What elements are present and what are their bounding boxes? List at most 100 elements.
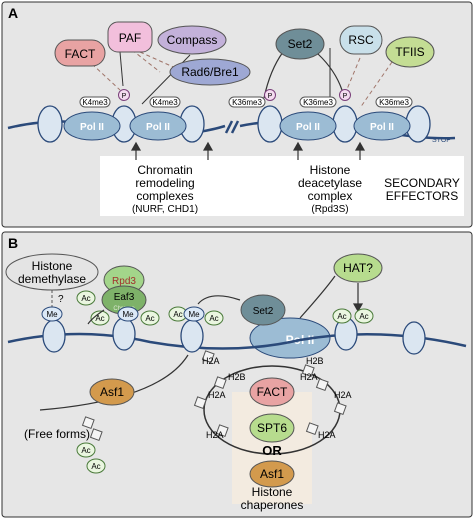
set2-arrow-right xyxy=(317,53,343,91)
secondary-text: SECONDARY EFFECTORS xyxy=(384,176,460,203)
mark-labels: K4me3 K4me3 K36me3 K36me3 K36me3 xyxy=(79,96,413,108)
me-3: Me xyxy=(188,310,200,319)
panel-a-letter: A xyxy=(8,5,18,21)
ac-free-1: Ac xyxy=(81,446,90,455)
h2a-4: H2A xyxy=(300,372,318,382)
mark-k4me3-2: K4me3 xyxy=(152,98,178,107)
asf1-left-label: Asf1 xyxy=(100,385,124,399)
h2b-2: H2B xyxy=(306,356,324,366)
pol-a-3: Pol II xyxy=(296,122,320,133)
hdac-line-2: deacetylase xyxy=(298,176,362,190)
stop-label: STOP xyxy=(432,137,451,144)
set2-b-label: Set2 xyxy=(253,306,274,317)
asf1-center-label: Asf1 xyxy=(260,467,284,481)
ac-2: Ac xyxy=(95,314,104,323)
spt6: SPT6 xyxy=(249,413,295,443)
ac-5: Ac xyxy=(209,314,218,323)
h2a-5: H2A xyxy=(334,390,352,400)
factor-tfiis-label: TFIIS xyxy=(395,45,424,59)
ac-free-2: Ac xyxy=(91,462,100,471)
p-marker-1: P xyxy=(122,93,127,100)
factor-compass-label: Compass xyxy=(167,33,218,47)
ac-7: Ac xyxy=(359,312,368,321)
me-1: Me xyxy=(46,310,58,319)
hat-label: HAT? xyxy=(343,261,373,275)
mark-k36me3-3: K36me3 xyxy=(379,98,409,107)
spt6-label: SPT6 xyxy=(257,421,287,435)
p-markers: P P P xyxy=(118,89,351,101)
factor-set2: Set2 xyxy=(275,28,325,60)
ac-4: Ac xyxy=(173,310,182,319)
asf1-center: Asf1 xyxy=(249,460,295,488)
factor-fact: FACT xyxy=(54,39,106,67)
chromatin-line-4: (NURF, CHD1) xyxy=(132,204,198,215)
panel-b-letter: B xyxy=(8,235,18,251)
ac-6: Ac xyxy=(337,312,346,321)
chromatin-line-2: remodeling xyxy=(135,176,194,190)
rpd3-complex: Rpd3 Eaf3 Chromo xyxy=(101,265,147,315)
chromatin-text: Chromatin remodeling complexes (NURF, CH… xyxy=(132,163,198,215)
ac-3: Ac xyxy=(145,314,154,323)
secondary-line-1: SECONDARY xyxy=(384,176,460,190)
h2-labels: H2A H2B H2A H2A H2B H2A H2A H2A xyxy=(202,356,352,440)
hat-arrows xyxy=(299,275,364,319)
h2a-3: H2A xyxy=(206,430,224,440)
chaperones-line-2: chaperones xyxy=(241,498,304,512)
secondary-effectors-box xyxy=(100,156,464,216)
h2b-1: H2B xyxy=(228,372,246,382)
h2a-6: H2A xyxy=(318,430,336,440)
mark-k4me3-1: K4me3 xyxy=(82,98,108,107)
demethylase-line-2: demethylase xyxy=(18,272,86,286)
factor-rad6-label: Rad6/Bre1 xyxy=(181,65,239,79)
factor-paf: PAF xyxy=(107,21,153,53)
histone-demethylase: Histone demethylase xyxy=(5,253,99,291)
fact-b: FACT xyxy=(249,377,295,407)
secondary-line-2: EFFECTORS xyxy=(386,189,458,203)
ac-1: Ac xyxy=(81,294,90,303)
fact-b-label: FACT xyxy=(257,385,288,399)
me-ac-marks: Me Ac Ac Me Ac Ac Me Ac Ac Ac xyxy=(41,290,374,326)
p-marker-2: P xyxy=(268,93,273,100)
free-ac-marks: Ac Ac xyxy=(76,442,106,474)
h2a-2: H2A xyxy=(208,390,226,400)
factor-paf-label: PAF xyxy=(119,31,141,45)
hdac-line-1: Histone xyxy=(310,163,351,177)
p-marker-3: P xyxy=(343,93,348,100)
panel-b-dna xyxy=(7,332,467,350)
histone-cubes xyxy=(81,350,347,442)
pol-a-1: Pol II xyxy=(80,122,104,133)
or-label: OR xyxy=(262,443,282,458)
demethylase-line-1: Histone xyxy=(32,259,73,273)
factor-fact-label: FACT xyxy=(65,47,96,61)
hdac-line-3: complex xyxy=(308,189,353,203)
free-forms: (Free forms) xyxy=(24,427,90,441)
factor-tfiis: TFIIS xyxy=(385,36,435,68)
panel-a-pol-ii: Pol II Pol II Pol II Pol II xyxy=(63,111,411,141)
chromatin-line-3: complexes xyxy=(136,189,193,203)
mark-k36me3-2: K36me3 xyxy=(303,98,333,107)
factor-rad6: Rad6/Bre1 xyxy=(169,58,251,86)
asf1-left: Asf1 xyxy=(89,378,135,406)
pol-a-4: Pol II xyxy=(370,122,394,133)
demethylase-question: ? xyxy=(58,294,64,305)
set2-pol-complex: Pol II Set2 xyxy=(240,294,331,359)
hat: HAT? xyxy=(333,253,383,283)
factor-set2-label: Set2 xyxy=(288,37,313,51)
pol-a-2: Pol II xyxy=(146,122,170,133)
factor-rsc-label: RSC xyxy=(348,33,374,47)
mark-k36me3-1: K36me3 xyxy=(232,98,262,107)
effector-arrows xyxy=(130,141,366,160)
factor-rsc: RSC xyxy=(339,25,383,55)
factor-compass: Compass xyxy=(157,25,227,55)
hdac-line-4: (Rpd3S) xyxy=(311,204,348,215)
chromatin-line-1: Chromatin xyxy=(137,163,192,177)
h2a-1: H2A xyxy=(202,356,220,366)
hdac-text: Histone deacetylase complex (Rpd3S) xyxy=(298,163,362,215)
rpd3-label: Rpd3 xyxy=(112,276,136,287)
panel-b-arrows xyxy=(39,295,241,411)
chaperones-line-1: Histone xyxy=(252,485,293,499)
eaf3-label: Eaf3 xyxy=(114,292,135,303)
me-2: Me xyxy=(122,310,134,319)
chaperones-text: Histone chaperones xyxy=(241,485,304,512)
